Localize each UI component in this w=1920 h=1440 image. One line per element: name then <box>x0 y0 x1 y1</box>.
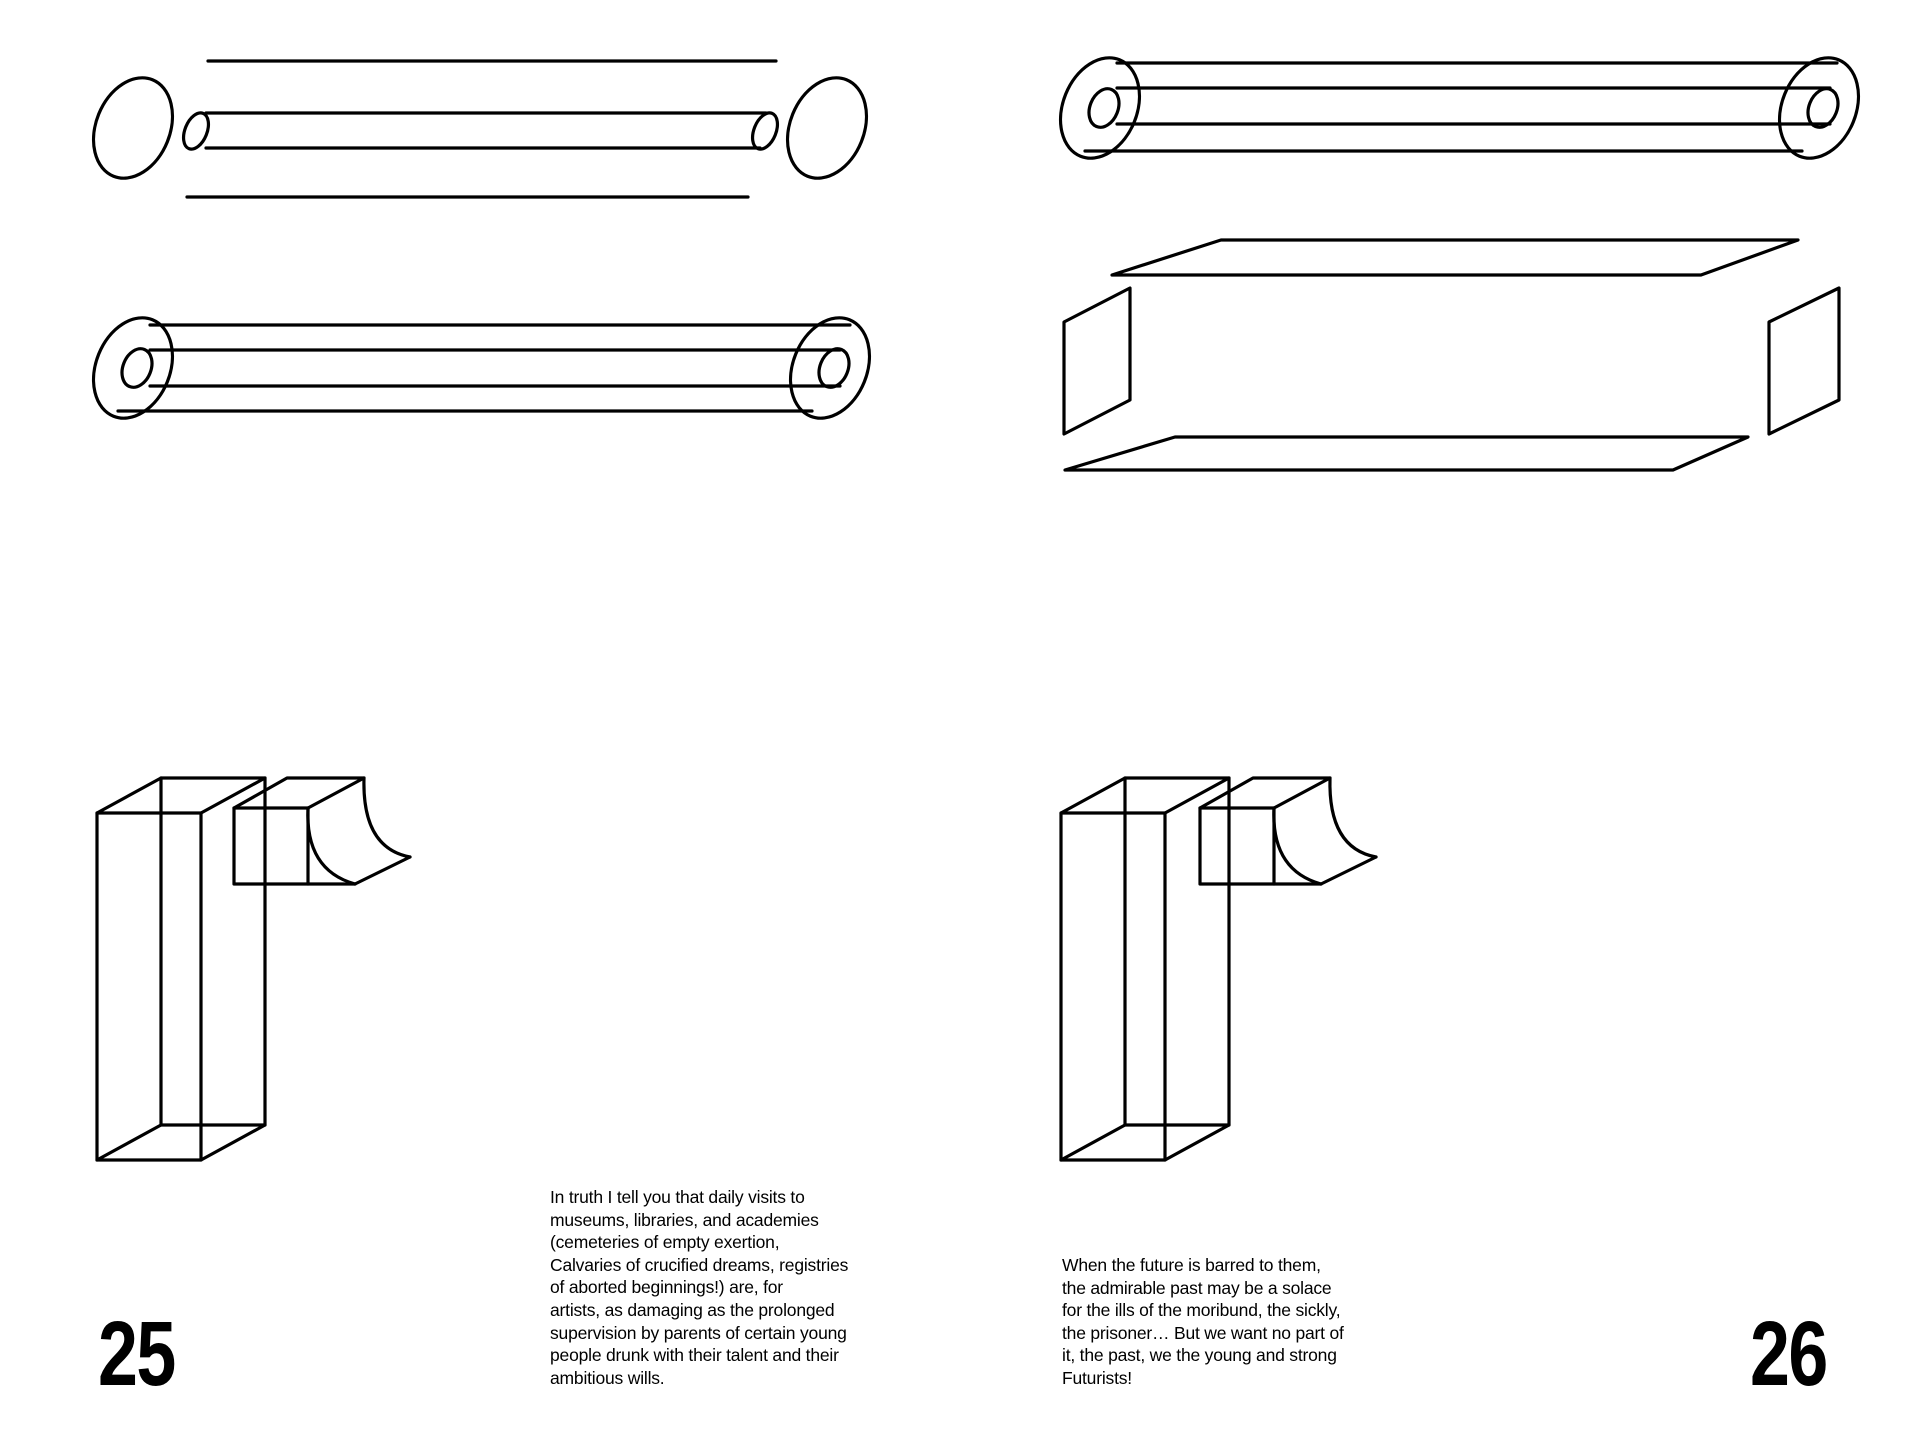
text-line: artists, as damaging as the prolonged <box>550 1299 835 1320</box>
text-line: museums, libraries, and academies <box>550 1209 819 1230</box>
spout-lip-edge <box>353 855 412 886</box>
left-page: In truth I tell you that daily visits to… <box>91 59 872 1405</box>
text-line: Calvaries of crucified dreams, registrie… <box>550 1254 849 1275</box>
right-page-illustrations <box>1058 56 1861 1162</box>
spout-lip-edge <box>1319 855 1378 886</box>
assembled-tube-illustration <box>91 316 872 420</box>
left-page-illustrations <box>91 59 872 1162</box>
right-page-body-text: When the future is barred to them, the a… <box>1062 1254 1344 1390</box>
pillar-spout-illustration <box>1059 776 1378 1162</box>
assembled-tube-left-inner <box>1087 87 1121 129</box>
tube-right-end-disc <box>785 76 869 180</box>
spout-top-face <box>1198 776 1332 810</box>
tube-left-end-disc <box>91 76 175 180</box>
assembled-tube-illustration <box>1058 56 1861 160</box>
assembled-tube-left-outer <box>91 316 175 420</box>
text-line: supervision by parents of certain young <box>550 1322 847 1343</box>
assembled-tube-left-outer <box>1058 56 1142 160</box>
box-top-panel <box>1110 238 1800 277</box>
text-line: Futurists! <box>1062 1367 1132 1388</box>
spout-back-curve <box>362 776 412 859</box>
spout-front-curve <box>1272 806 1323 886</box>
text-line: for the ills of the moribund, the sickly… <box>1062 1300 1341 1321</box>
text-line: of aborted beginnings!) are, for <box>550 1277 783 1298</box>
spout-top-face <box>232 776 366 810</box>
text-line: When the future is barred to them, <box>1062 1255 1321 1275</box>
exploded-tube-illustration <box>91 59 869 199</box>
inner-tube-right-end <box>750 111 780 151</box>
box-right-panel <box>1767 286 1841 436</box>
page-number: 25 <box>98 1303 176 1405</box>
text-line: it, the past, we the young and strong <box>1062 1345 1337 1366</box>
pillar-spout-illustration <box>95 776 412 1162</box>
text-line: (cemeteries of empty exertion, <box>550 1232 780 1253</box>
spout-back-curve <box>1328 776 1378 859</box>
right-page: When the future is barred to them, the a… <box>960 0 1920 1440</box>
text-line: the prisoner… But we want no part of <box>1062 1322 1344 1343</box>
text-line: In truth I tell you that daily visits to <box>550 1187 805 1207</box>
spout-front-face <box>232 806 310 886</box>
assembled-tube-right-outer <box>1777 56 1861 160</box>
text-line: people drunk with their talent and their <box>550 1345 839 1366</box>
exploded-box-illustration <box>1062 238 1841 472</box>
left-page-body-text: In truth I tell you that daily visits to… <box>550 1186 848 1389</box>
spout-front-curve <box>306 806 357 886</box>
inner-tube-left-end <box>181 111 211 151</box>
assembled-tube-left-inner <box>120 347 154 389</box>
pillar-bottom-face <box>1059 1123 1231 1162</box>
pillar-bottom-face <box>95 1123 267 1162</box>
assembled-tube-right-outer <box>788 316 872 420</box>
text-line: ambitious wills. <box>550 1367 665 1388</box>
page-number: 26 <box>1750 1303 1828 1405</box>
text-line: the admirable past may be a solace <box>1062 1277 1332 1298</box>
box-left-panel <box>1062 286 1132 436</box>
spout-front-face <box>1198 806 1276 886</box>
box-bottom-panel <box>1063 435 1750 472</box>
